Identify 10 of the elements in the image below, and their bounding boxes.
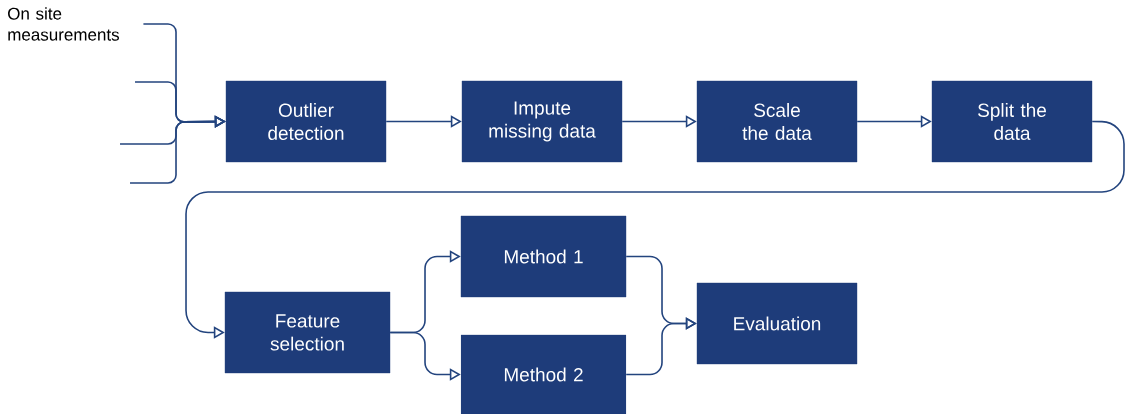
arrow [185,120,1125,339]
process-box: Method 1 [460,215,627,298]
process-box: Method 2 [460,334,627,414]
process-box: Feature selection [224,291,391,374]
source-label: On site measurements [8,7,119,41]
process-box: Impute missing data [461,80,623,163]
process-box: Split the data [931,80,1093,163]
process-box: Scale the data [696,80,858,163]
process-box: Evaluation [696,282,858,365]
process-box: Outlier detection [225,80,387,163]
